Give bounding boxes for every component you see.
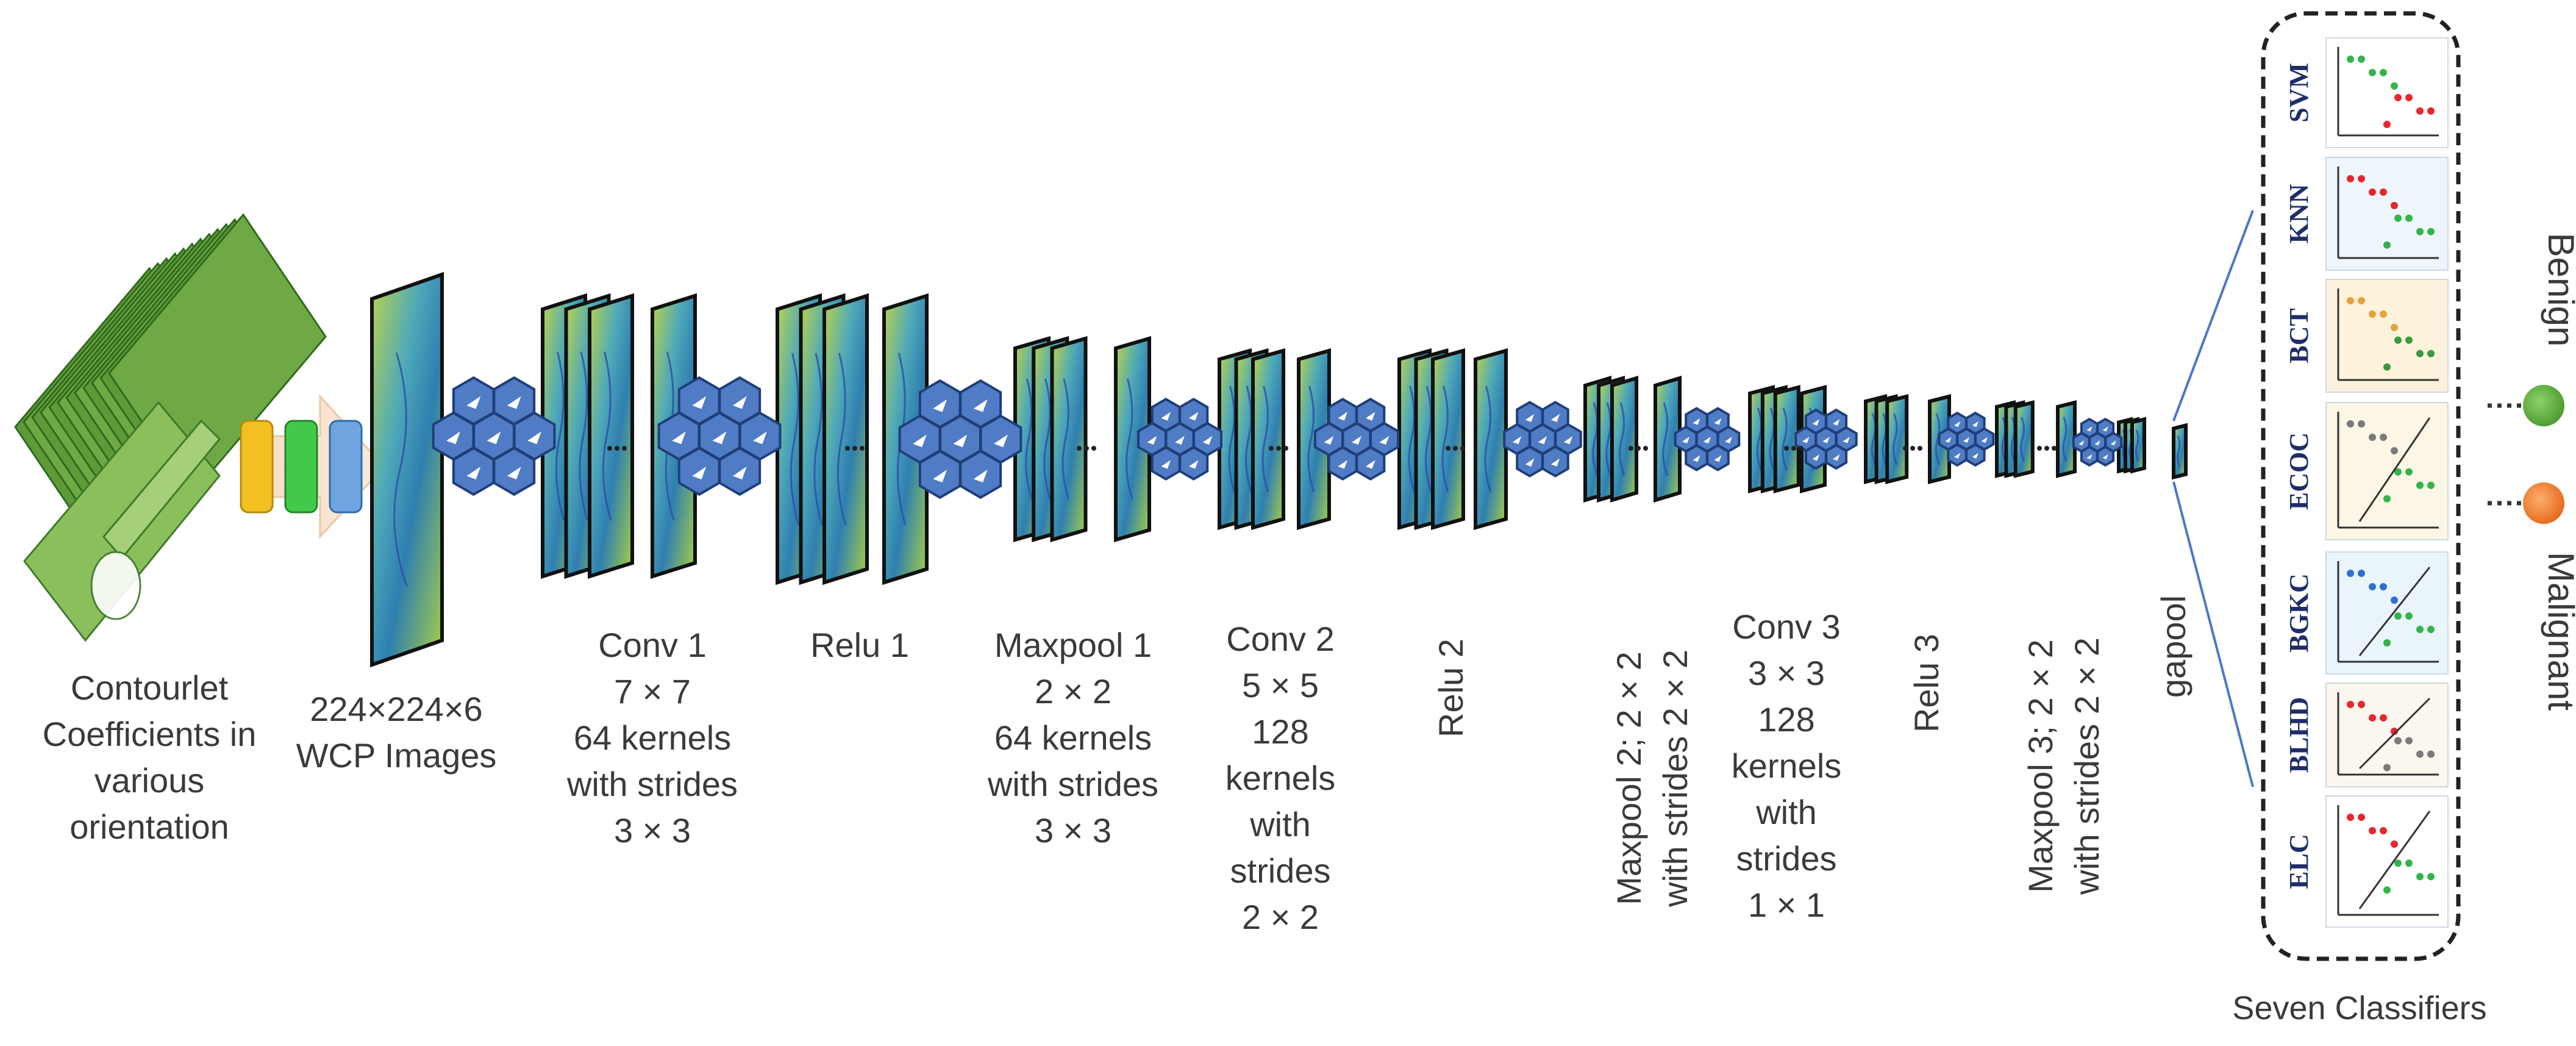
classifier-name: BLHD [2284, 697, 2314, 773]
output-malignant [2488, 482, 2564, 524]
feature-map-layers [370, 271, 2188, 668]
feature-map [2130, 417, 2146, 474]
feature-map [2013, 400, 2035, 478]
classifier-bct: BCT [2284, 279, 2449, 393]
classifier-name: ECOC [2284, 432, 2314, 510]
hexagon-cluster [1503, 401, 1582, 478]
feature-map [1251, 348, 1285, 530]
input-arrow [240, 394, 386, 539]
classifier-bgkc: BGKC [2284, 551, 2449, 675]
feature-map [1114, 336, 1151, 542]
feature-map [588, 293, 634, 579]
kernel-hexagon [1541, 445, 1569, 478]
classifier-svm: SVM [2284, 37, 2449, 148]
benign-circle-icon [2523, 385, 2564, 426]
hexagon-cluster [1136, 398, 1223, 481]
malignant-label: Malignant [2541, 551, 2576, 711]
hexagon-cluster [432, 376, 556, 496]
classifier-name: ELC [2284, 834, 2314, 889]
classifiers-caption: Seven Classifiers [2232, 990, 2487, 1026]
malignant-circle-icon [2523, 482, 2564, 524]
connector-line-bottom [2172, 481, 2254, 787]
feature-map [1050, 336, 1088, 542]
hexagon-cluster [898, 379, 1022, 500]
feature-map [822, 293, 869, 586]
gapool-label: gapool [2154, 595, 2192, 698]
relu2-label: Relu 2 [1432, 639, 1470, 737]
input-block-yellow [240, 420, 274, 514]
hexagon-cluster [1313, 398, 1400, 481]
input-block-green [284, 420, 318, 514]
relu3-label: Relu 3 [1907, 634, 1946, 733]
feature-map [2056, 400, 2077, 478]
classifiers-box [2261, 11, 2461, 961]
relu1-label: Relu 1 [810, 626, 909, 664]
hexagon-cluster [657, 376, 782, 496]
classifier-ecoc: ECOC [2284, 402, 2449, 540]
convolution-kernel-hexagons [432, 376, 2123, 500]
input-block-blue [329, 420, 363, 514]
classifier-name: BGKC [2284, 573, 2314, 653]
benign-label: Benign [2541, 232, 2576, 347]
classifier-name: SVM [2284, 63, 2314, 123]
contourlet-input-stack [14, 213, 327, 642]
feature-map [1654, 375, 1682, 503]
hexagon-cluster [1674, 407, 1741, 471]
feature-map [1610, 375, 1638, 503]
feature-map [1885, 394, 1909, 484]
kernel-hexagon [1516, 445, 1544, 478]
classifier-elc: ELC [2284, 795, 2449, 928]
classifier-name: KNN [2284, 184, 2314, 243]
connector-line-top [2172, 210, 2254, 421]
feature-map [370, 271, 444, 668]
feature-map [1431, 348, 1465, 530]
feature-map [1474, 348, 1508, 530]
hexagon-cluster [2072, 417, 2123, 467]
feature-map [2172, 423, 2188, 480]
classifier-blhd: BLHD [2284, 682, 2449, 787]
feature-map [1773, 385, 1800, 493]
connection-dots [607, 446, 2057, 451]
classifier-knn: KNN [2284, 157, 2449, 271]
classifier-name: BCT [2284, 308, 2314, 363]
output-benign [2488, 385, 2564, 426]
hexagon-cluster [1938, 411, 1995, 467]
hexagon-cluster [1794, 408, 1858, 470]
classifier-panels: SVM KNN BCT ECOC BGKC BLHD ELC [2284, 37, 2449, 928]
